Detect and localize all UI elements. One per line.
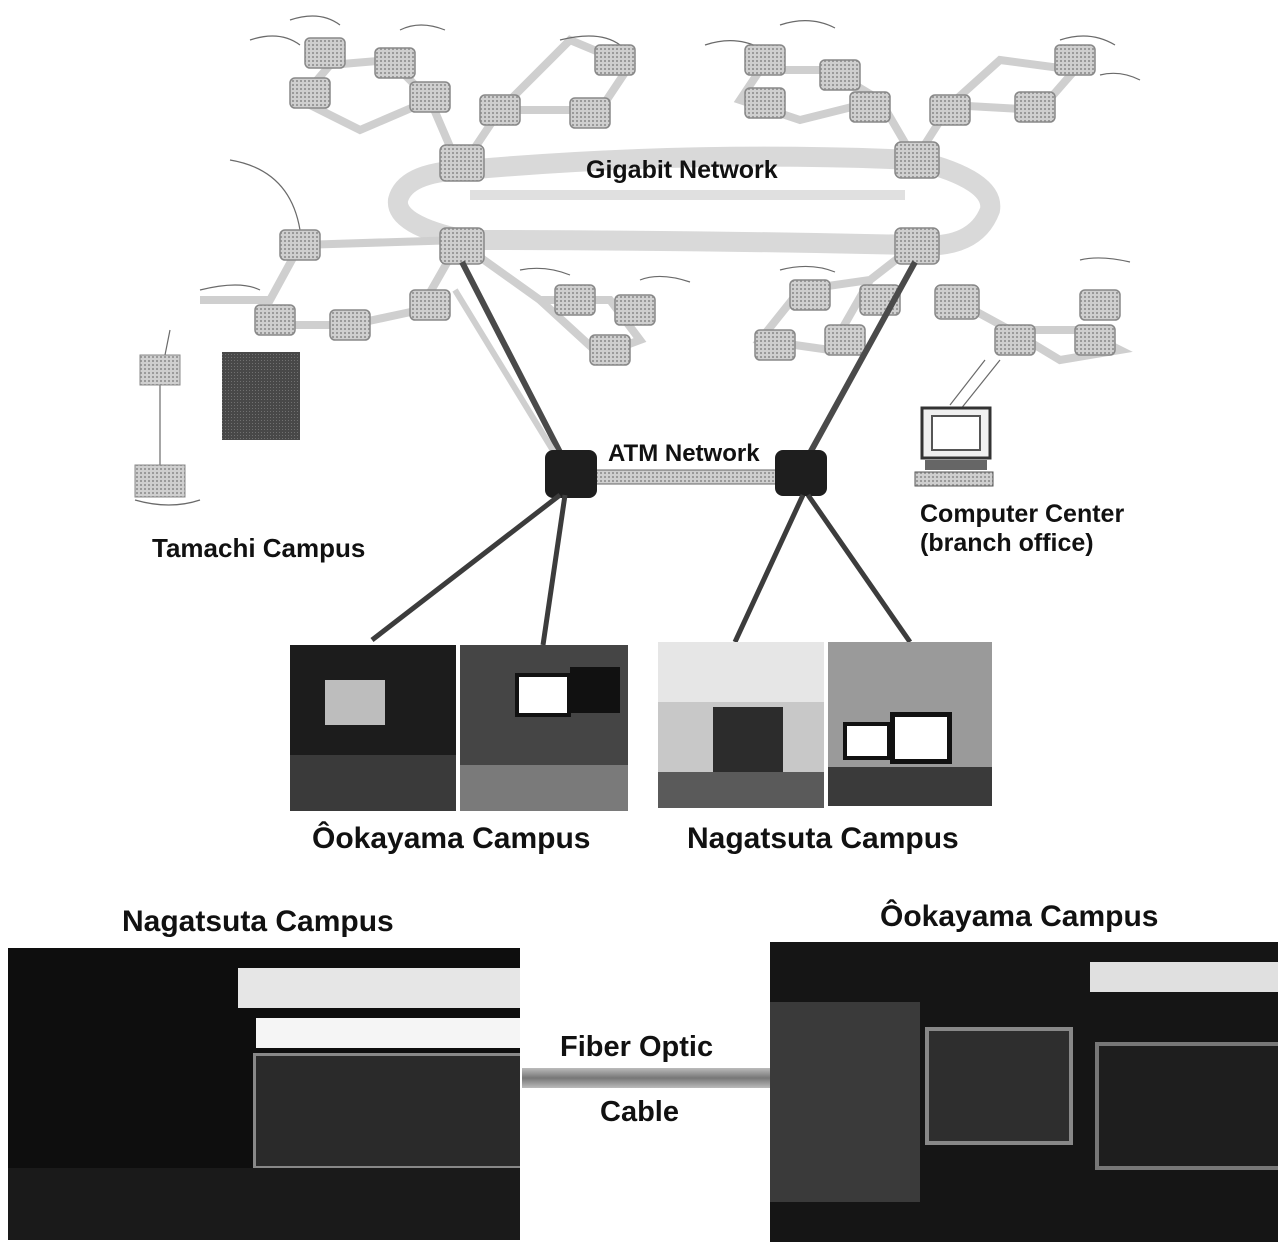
gigabit-network-label: Gigabit Network xyxy=(586,156,778,184)
atm-uplinks xyxy=(452,260,918,464)
atm-switches xyxy=(545,450,827,498)
nagatsuta-campus-label-top: Nagatsuta Campus xyxy=(687,822,959,855)
computer-center-workstation xyxy=(914,406,994,487)
fiber-optic-cable xyxy=(522,1068,770,1088)
ookayama-campus-label-top: Ôokayama Campus xyxy=(312,822,591,855)
cable-label: Cable xyxy=(600,1096,679,1128)
ookayama-campus-label-bottom: Ôokayama Campus xyxy=(880,900,1159,933)
fiber-optic-label: Fiber Optic xyxy=(560,1031,714,1063)
wiring xyxy=(134,15,1141,506)
atm-link xyxy=(584,469,786,485)
computer-center-sub-label: (branch office) xyxy=(920,529,1094,557)
computer-center-label: Computer Center xyxy=(920,500,1125,528)
atm-network-label: ATM Network xyxy=(608,440,760,467)
ookayama-photo-2 xyxy=(460,645,628,811)
tamachi-equipment xyxy=(134,352,300,498)
terminal-device xyxy=(139,354,181,386)
tamachi-campus-label: Tamachi Campus xyxy=(152,533,366,563)
printer-device xyxy=(134,464,186,498)
nagatsuta-photo-2 xyxy=(828,642,992,806)
ookayama-photo-1 xyxy=(290,645,456,811)
nagatsuta-classroom-photo xyxy=(8,948,520,1240)
lan-nodes xyxy=(254,37,1121,366)
nagatsuta-photo-1 xyxy=(658,642,824,808)
campus-links xyxy=(370,493,913,646)
ookayama-classroom-photo xyxy=(770,942,1278,1242)
nagatsuta-campus-label-bottom: Nagatsuta Campus xyxy=(122,905,394,938)
